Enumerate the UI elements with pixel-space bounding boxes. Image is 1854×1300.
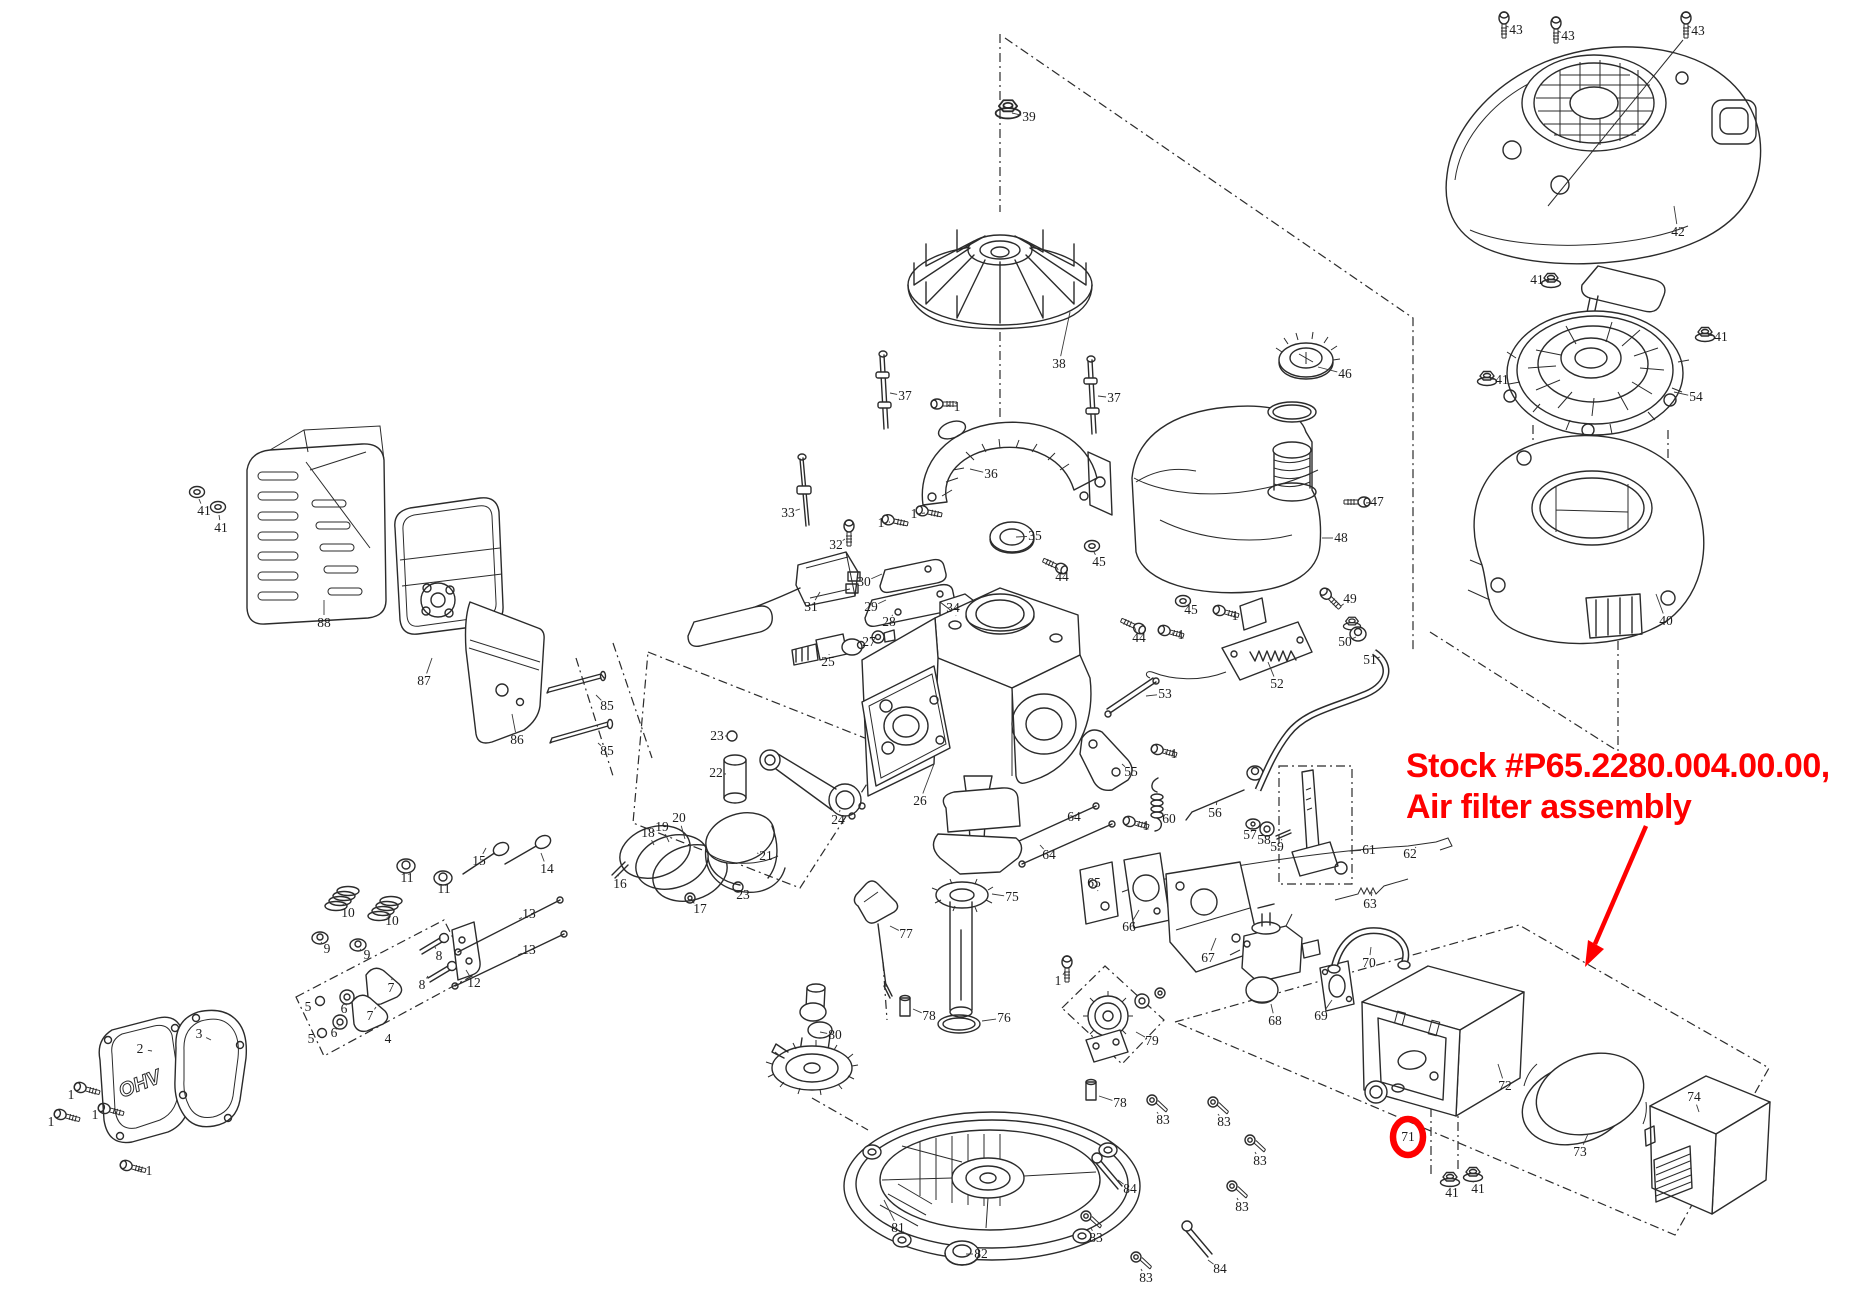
fuel-tank-48 — [1131, 331, 1371, 594]
flywheel-fan-38 — [907, 229, 1093, 330]
governor-bracket-52 — [1145, 597, 1313, 681]
camshaft-80 — [765, 983, 859, 1096]
stock-annotation: Stock #P65.2280.004.00.00, Air filter as… — [1406, 746, 1830, 828]
stock-annotation-line1: Stock #P65.2280.004.00.00, — [1406, 747, 1830, 785]
recoil-starter-54 — [1476, 265, 1716, 437]
oil-pan-81 — [843, 1111, 1141, 1261]
plates-29-30 — [864, 558, 956, 628]
annotation-circle-71 — [1389, 1115, 1427, 1159]
connecting-rod-24 — [759, 749, 866, 820]
label-leader-lines — [58, 25, 1714, 1272]
rocker-arm-cluster — [311, 858, 481, 1039]
muffler-washer-41 — [188, 485, 206, 499]
annotation-arrowhead — [1585, 940, 1604, 967]
studs-32-33 — [796, 453, 855, 547]
dipstick-77 — [853, 880, 899, 999]
flywheel-nut-39 — [994, 99, 1022, 120]
breather-hose-51 — [1254, 649, 1390, 792]
oil-seal-82 — [944, 1240, 980, 1266]
tank-bolt-47 — [1343, 496, 1371, 508]
intake-elbow-70 — [1327, 927, 1411, 974]
pin-59 — [1275, 829, 1292, 840]
heat-shield-plate-67 — [1165, 861, 1261, 973]
blower-housing-42 — [1445, 11, 1762, 265]
air-filter-cover-74 — [1644, 1075, 1771, 1215]
muffler-guard-88 — [246, 425, 387, 625]
breather-intake — [1004, 802, 1261, 973]
push-rods-13 — [451, 896, 568, 990]
governor-arm-55 — [1079, 729, 1133, 792]
muffler-bolts-85 — [546, 670, 614, 744]
carburetor-68 — [1229, 903, 1321, 1004]
bearing-35 — [989, 521, 1035, 554]
piston-pin-22-clips-23 — [723, 730, 747, 893]
oil-pump-79 — [1083, 987, 1166, 1063]
dowel-pins-78 — [899, 994, 1097, 1101]
breather-cover-66 — [1123, 852, 1171, 929]
throttle-control-61 — [1291, 769, 1348, 877]
air-filter-housing-72 — [1361, 965, 1525, 1117]
valve-cover-gasket-3 — [174, 1009, 248, 1128]
terminal-27-screw-28 — [871, 601, 897, 644]
annotation-arrow-line — [1592, 825, 1649, 945]
crankshaft-75 — [931, 775, 1023, 1018]
governor-rod-53 — [1106, 677, 1157, 714]
crank-o-ring-76 — [937, 1014, 981, 1034]
washer-57 — [1245, 818, 1261, 830]
nut-58 — [1259, 821, 1275, 837]
engine-block-26 — [861, 587, 1092, 797]
valves-14-15 — [462, 834, 696, 904]
association-dashed-lines — [295, 34, 1770, 1236]
air-filter-element-73 — [1521, 1052, 1647, 1146]
pan-bolts-83-84 — [1080, 1094, 1267, 1270]
ignition-coil-31 — [687, 551, 861, 647]
governor-controls — [1079, 585, 1453, 901]
air-filter-nut-41 — [1462, 1166, 1484, 1183]
throttle-rod-56 — [1185, 789, 1245, 821]
muffler-87 — [394, 497, 504, 635]
stock-annotation-line2: Air filter assembly — [1406, 788, 1692, 826]
muffler-washer-41 — [209, 500, 227, 514]
spark-plug-25 — [791, 633, 866, 666]
fan-cover-40 — [1467, 434, 1705, 645]
spring-60 — [1150, 777, 1164, 832]
air-filter-nut-41 — [1439, 1171, 1461, 1188]
heat-baffle-36 — [921, 420, 1113, 516]
stock-annotation-marks — [1389, 825, 1649, 1159]
piston-21 — [704, 812, 786, 893]
studs-37 — [875, 350, 1100, 435]
muffler-heat-shield-86 — [464, 601, 545, 744]
governor-spring-63 — [1334, 878, 1409, 901]
fuel-cap-46 — [1275, 331, 1341, 380]
breather-gasket-65 — [1079, 861, 1119, 925]
